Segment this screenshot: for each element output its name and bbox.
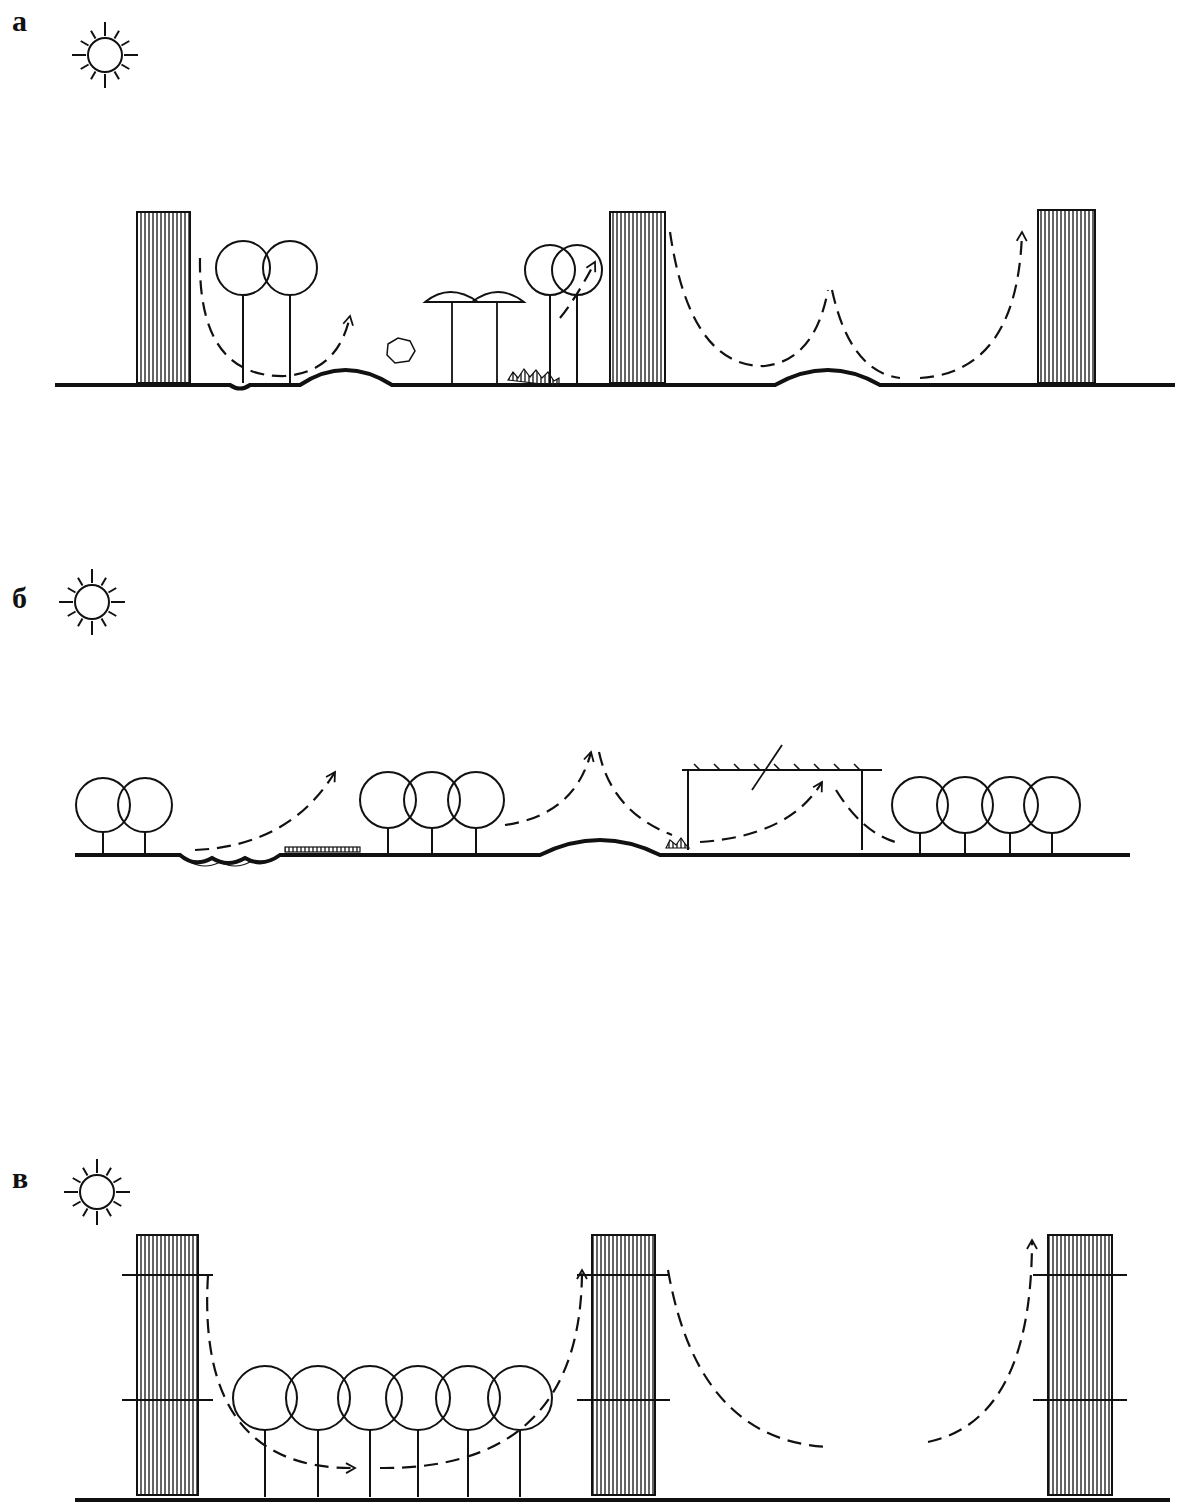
tree-symbol [118,778,172,853]
tree-symbol [338,1366,402,1497]
panel-letter: а [12,6,27,36]
panel-c [75,1235,1170,1500]
tree-symbol [386,1366,450,1497]
tree-symbol [448,772,504,853]
panel-letter: в [12,1163,28,1193]
panel-letter: б [12,583,27,613]
tree-symbol [488,1366,552,1497]
tree-symbol [263,241,317,383]
tree-symbol [216,241,270,383]
sun-symbol [72,22,138,88]
panel-b [75,745,1130,866]
tree-symbol [525,245,575,383]
panel-a [55,210,1175,389]
sun-symbol [59,569,125,635]
sun-symbol [64,1159,130,1225]
tree-symbol [552,245,602,383]
tree-symbol [1024,777,1080,853]
